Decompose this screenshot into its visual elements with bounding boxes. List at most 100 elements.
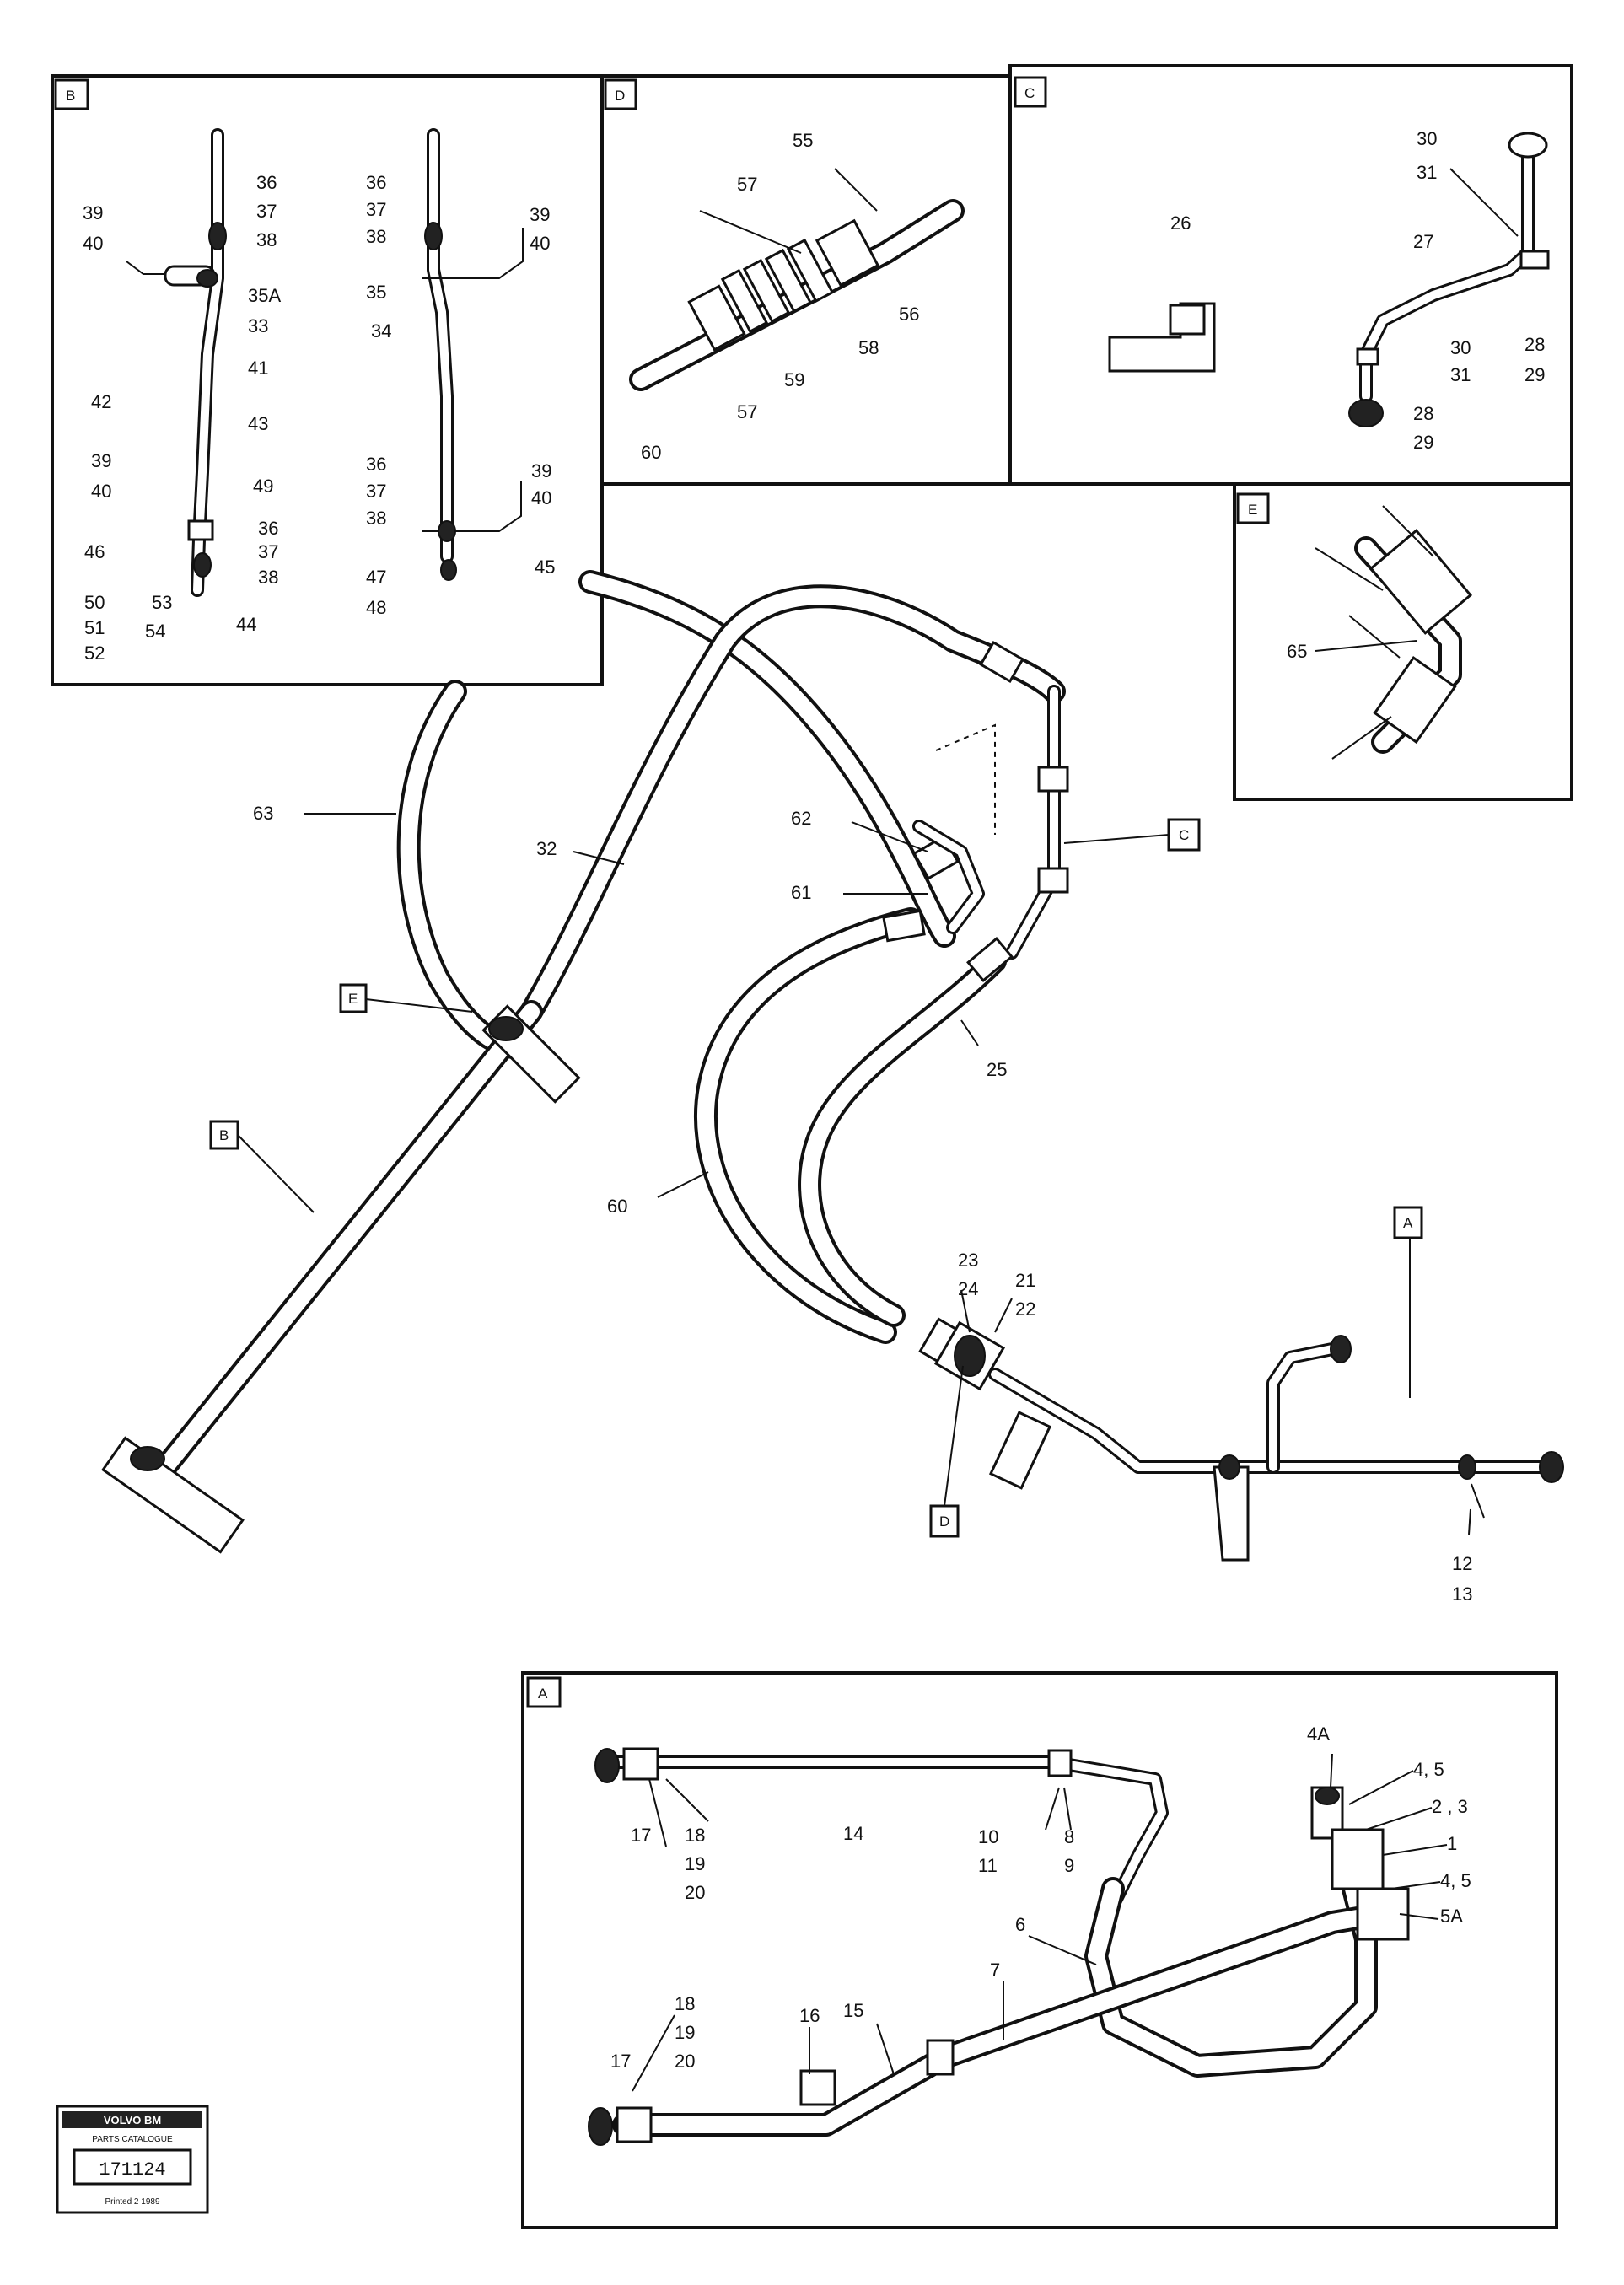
part-label: E bbox=[348, 991, 358, 1007]
stamp-subtitle: PARTS CATALOGUE bbox=[92, 2135, 173, 2144]
part-label: 46 bbox=[84, 541, 105, 562]
part-label: 45 bbox=[535, 556, 555, 578]
part-label: 44 bbox=[236, 614, 256, 635]
part-label: 18 bbox=[685, 1825, 705, 1846]
part-label: 55 bbox=[793, 130, 813, 151]
part-label: 32 bbox=[536, 838, 557, 859]
labels-detail-b: 36 37 38 39 40 35A 33 41 42 43 39 40 49 … bbox=[83, 172, 555, 664]
detail-view-e: E bbox=[1233, 482, 1573, 801]
part-label: 38 bbox=[256, 229, 277, 250]
part-label: 21 bbox=[1015, 1270, 1035, 1291]
leader-lines bbox=[304, 168, 1519, 1535]
part-label: 52 bbox=[84, 642, 105, 664]
ref-tag-d: D bbox=[929, 1365, 964, 1538]
labels-detail-d: 55 57 56 58 59 57 60 bbox=[641, 130, 919, 463]
part-label: 54 bbox=[145, 621, 165, 642]
part-label: 39 bbox=[83, 202, 103, 223]
part-label: 39 bbox=[91, 450, 111, 471]
part-label: 15 bbox=[843, 2000, 863, 2021]
part-label: 57 bbox=[737, 401, 757, 422]
detail-view-b: B bbox=[51, 74, 604, 686]
part-label: 2 , 3 bbox=[1432, 1796, 1468, 1817]
part-label: 19 bbox=[675, 2022, 695, 2043]
part-label: 7 bbox=[990, 1960, 1000, 1981]
part-label: 58 bbox=[858, 337, 879, 358]
part-label: 39 bbox=[531, 460, 551, 481]
part-label: 6 bbox=[1015, 1914, 1025, 1935]
part-label: 47 bbox=[366, 567, 386, 588]
part-label: 34 bbox=[371, 320, 391, 341]
part-label: 26 bbox=[1170, 212, 1191, 234]
part-label: 61 bbox=[791, 882, 811, 903]
part-label: 31 bbox=[1417, 162, 1437, 183]
part-label: 16 bbox=[799, 2005, 820, 2026]
part-label: 20 bbox=[675, 2051, 695, 2072]
coupling-d bbox=[687, 218, 880, 352]
part-label: 40 bbox=[83, 233, 103, 254]
part-label: 41 bbox=[248, 358, 268, 379]
part-label: 43 bbox=[248, 413, 268, 434]
part-label: 49 bbox=[253, 476, 273, 497]
part-label: 27 bbox=[1413, 231, 1433, 252]
part-label: 50 bbox=[84, 592, 105, 613]
part-label: 9 bbox=[1064, 1855, 1074, 1876]
part-label: 30 bbox=[1450, 337, 1471, 358]
part-label: 5A bbox=[1440, 1906, 1463, 1927]
part-label: 37 bbox=[258, 541, 278, 562]
part-label: B bbox=[219, 1127, 229, 1143]
labels-detail-a: 17 18 19 20 14 10 11 8 9 4A 4, 5 2 , 3 1… bbox=[610, 1723, 1471, 2092]
detail-view-a: A bbox=[521, 1671, 1558, 2229]
part-label: 20 bbox=[685, 1882, 705, 1903]
stamp-code: 171124 bbox=[99, 2159, 165, 2180]
part-label: 48 bbox=[366, 597, 386, 618]
part-label: 23 bbox=[958, 1250, 978, 1271]
ref-tag-c: C bbox=[1063, 818, 1201, 852]
part-label: 56 bbox=[899, 304, 919, 325]
part-label: 13 bbox=[1452, 1583, 1472, 1605]
part-label: 19 bbox=[685, 1853, 705, 1874]
part-label: 51 bbox=[84, 617, 105, 638]
labels-detail-e: 65 bbox=[1287, 640, 1417, 662]
detail-d-tag: D bbox=[615, 88, 625, 104]
stamp-brand: VOLVO BM bbox=[104, 2114, 161, 2126]
part-label: 35A bbox=[248, 285, 281, 306]
part-label: C bbox=[1179, 827, 1189, 843]
labels-main-view: 63 32 62 61 25 60 23 24 21 22 12 13 bbox=[253, 803, 1472, 1605]
part-label: 18 bbox=[675, 1993, 695, 2014]
labels-detail-c: 26 30 31 27 30 31 28 29 28 29 bbox=[1170, 128, 1545, 453]
ref-tag-e: E bbox=[339, 983, 473, 1013]
part-label: 53 bbox=[152, 592, 172, 613]
part-label: 60 bbox=[641, 442, 661, 463]
part-label: 65 bbox=[1287, 641, 1307, 662]
part-label: 17 bbox=[610, 2051, 631, 2072]
part-label: 22 bbox=[1015, 1298, 1035, 1320]
part-label: 29 bbox=[1525, 364, 1545, 385]
detail-b-tag: B bbox=[66, 88, 75, 104]
part-label: 36 bbox=[366, 454, 386, 475]
part-label: 29 bbox=[1413, 432, 1433, 453]
part-label: 38 bbox=[366, 508, 386, 529]
part-label: 8 bbox=[1064, 1826, 1074, 1847]
part-label: 25 bbox=[987, 1059, 1007, 1080]
part-label: 4A bbox=[1307, 1723, 1330, 1745]
main-view bbox=[101, 570, 1564, 1562]
part-label: 33 bbox=[248, 315, 268, 336]
part-label: 40 bbox=[91, 481, 111, 502]
part-label: 62 bbox=[791, 808, 811, 829]
part-label: 30 bbox=[1417, 128, 1437, 149]
part-label: 11 bbox=[978, 1855, 998, 1876]
part-label: 37 bbox=[366, 199, 386, 220]
part-label: 10 bbox=[978, 1826, 998, 1847]
part-label: 57 bbox=[737, 174, 757, 195]
ref-tag-b: B bbox=[209, 1120, 315, 1213]
part-label: 4, 5 bbox=[1413, 1759, 1444, 1780]
detail-a-tag: A bbox=[538, 1686, 548, 1702]
part-label: 36 bbox=[258, 518, 278, 539]
part-label: 37 bbox=[256, 201, 277, 222]
part-label: 14 bbox=[843, 1823, 863, 1844]
part-label: 39 bbox=[530, 204, 550, 225]
part-label: 37 bbox=[366, 481, 386, 502]
stamp-footer: Printed 2 1989 bbox=[105, 2197, 159, 2207]
part-label: 36 bbox=[256, 172, 277, 193]
